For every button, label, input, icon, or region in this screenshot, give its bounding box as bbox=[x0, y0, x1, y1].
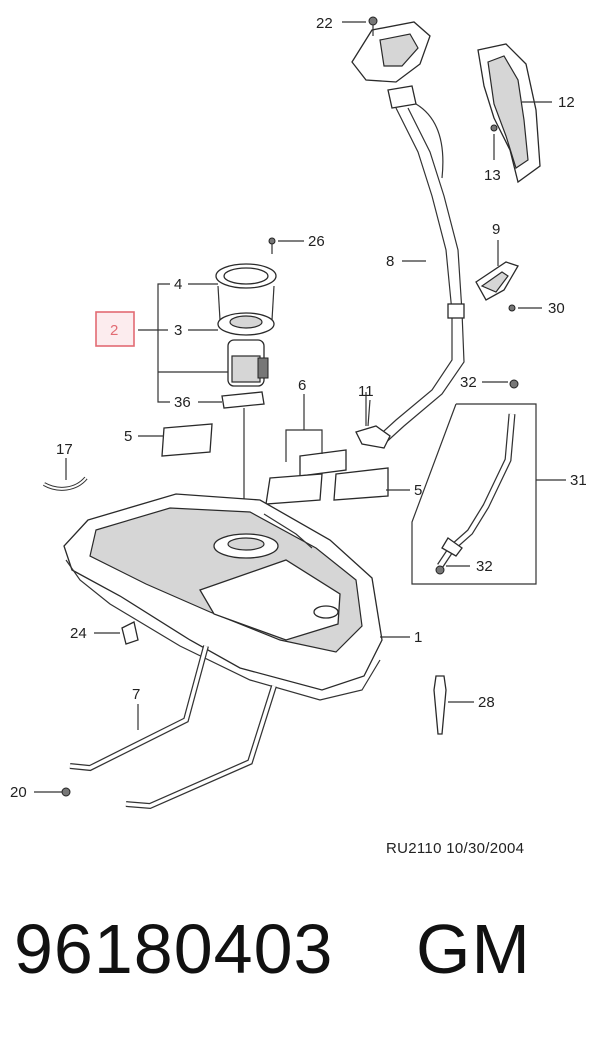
callout-5-right: 5 bbox=[414, 482, 422, 499]
fuel-tank-parts-diagram: 22 12 13 26 8 9 4 2 3 30 32 36 6 11 5 17… bbox=[10, 15, 587, 810]
hose-clamp-part bbox=[355, 392, 391, 449]
callout-22: 22 bbox=[316, 15, 333, 32]
callout-20: 20 bbox=[10, 784, 27, 801]
callout-11: 11 bbox=[358, 383, 374, 400]
bolt-22 bbox=[368, 16, 378, 36]
heat-shield-part bbox=[477, 43, 541, 184]
callout-7: 7 bbox=[132, 686, 140, 703]
callout-26: 26 bbox=[308, 233, 325, 250]
callout-3: 3 bbox=[174, 322, 182, 339]
part-number: 96180403 bbox=[14, 910, 334, 988]
bracket-part bbox=[475, 261, 519, 312]
pad-parts bbox=[161, 423, 389, 505]
callout-30: 30 bbox=[548, 300, 565, 317]
callout-36: 36 bbox=[174, 394, 191, 411]
highlight-box bbox=[95, 311, 135, 347]
drawing-stamp: RU2110 10/30/2004 bbox=[386, 840, 525, 857]
callout-17: 17 bbox=[56, 441, 73, 458]
filler-neck-part bbox=[351, 21, 465, 447]
callout-31: 31 bbox=[570, 472, 587, 489]
bracket-part-24 bbox=[121, 621, 139, 645]
fuel-tank-part bbox=[63, 493, 383, 701]
callout-32-top: 32 bbox=[460, 374, 477, 391]
callout-28: 28 bbox=[478, 694, 495, 711]
pipe-part-17 bbox=[43, 476, 88, 491]
brand-name: GM bbox=[416, 910, 531, 988]
callout-8: 8 bbox=[386, 253, 394, 270]
callout-1: 1 bbox=[414, 629, 422, 646]
callout-9: 9 bbox=[492, 221, 500, 238]
callout-13: 13 bbox=[484, 167, 501, 184]
callout-24: 24 bbox=[70, 625, 87, 642]
callout-32-bottom: 32 bbox=[476, 558, 493, 575]
vent-hose-part bbox=[411, 379, 537, 585]
callout-5-left: 5 bbox=[124, 428, 132, 445]
callout-4: 4 bbox=[174, 276, 182, 293]
callout-12: 12 bbox=[558, 94, 575, 111]
callout-2: 2 bbox=[110, 322, 118, 339]
fuel-pump-module bbox=[215, 237, 277, 530]
tie-strap-part bbox=[433, 675, 447, 735]
tank-strap-parts bbox=[61, 645, 277, 810]
leader-lines bbox=[34, 21, 566, 793]
callout-6: 6 bbox=[298, 377, 306, 394]
